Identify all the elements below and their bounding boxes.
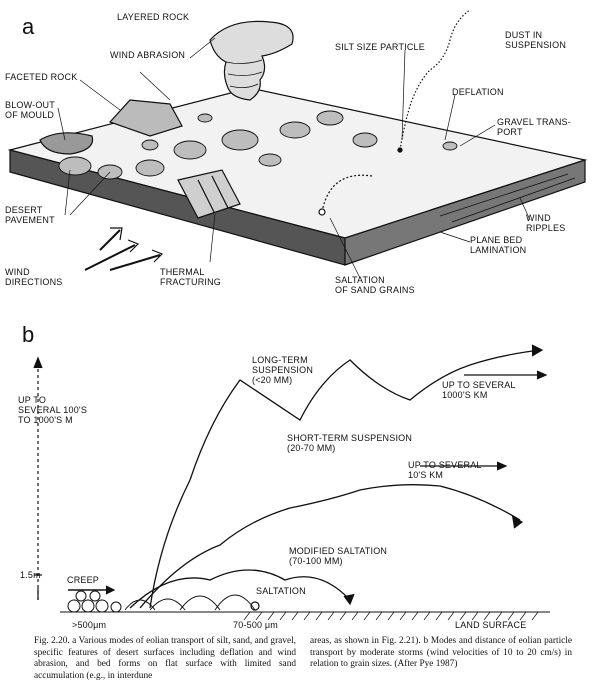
label-deflation: DEFLATION — [452, 87, 504, 97]
label-silt-size-particle: SILT SIZE PARTICLE — [335, 42, 425, 52]
label-short-term-suspension: SHORT-TERM SUSPENSION (20-70 μm) — [287, 433, 413, 453]
label-wind-ripples: WIND RIPPLES — [526, 213, 566, 233]
panel-b-letter: b — [22, 322, 35, 347]
label-layered-rock: LAYERED ROCK — [117, 12, 190, 22]
figure-caption-left: Fig. 2.20. a Various modes of eolian tra… — [34, 636, 296, 681]
label-faceted-rock: FACETED ROCK — [5, 72, 78, 82]
label-wind-directions: WIND DIRECTIONS — [5, 267, 63, 287]
label-gravel-transport: GRAVEL TRANS- PORT — [497, 117, 571, 137]
label-up-to-several-1000s-km: UP TO SEVERAL 1000's km — [442, 380, 516, 400]
label-desert-pavement: DESERT PAVEMENT — [5, 205, 55, 225]
label-plane-bed-lamination: PLANE BED LAMINATION — [470, 235, 527, 255]
panel-a-letter: a — [22, 14, 35, 39]
label-up-to-several-10s-km: UP TO SEVERAL 10's km — [408, 460, 482, 480]
label-saltation-of-sand-grains: SALTATION OF SAND GRAINS — [335, 275, 415, 295]
figure-caption-right: areas, as shown in Fig. 2.21). b Modes a… — [310, 636, 572, 669]
label-height-1-5m: 1.5m — [20, 570, 41, 580]
label-height-range: UP TO SEVERAL 100's TO 1000's m — [18, 395, 88, 425]
label-blow-out-of-mould: BLOW-OUT OF MOULD — [5, 100, 55, 120]
label-long-term-suspension: LONG-TERM SUSPENSION (<20 μm) — [252, 355, 314, 385]
label-thermal-fracturing: THERMAL FRACTURING — [160, 267, 221, 287]
label-saltation: SALTATION — [256, 586, 306, 596]
label-dust-in-suspension: DUST IN SUSPENSION — [505, 30, 567, 50]
label-wind-abrasion: WIND ABRASION — [110, 50, 186, 60]
label-land-surface: LAND SURFACE — [455, 620, 527, 630]
label-grain-size-70-500: 70-500 μm — [233, 620, 279, 630]
label-creep: CREEP — [67, 575, 100, 585]
label-modified-saltation: MODIFIED SALTATION (70-100 μm) — [289, 546, 388, 566]
label-grain-size-gt500: >500μm — [72, 620, 107, 630]
